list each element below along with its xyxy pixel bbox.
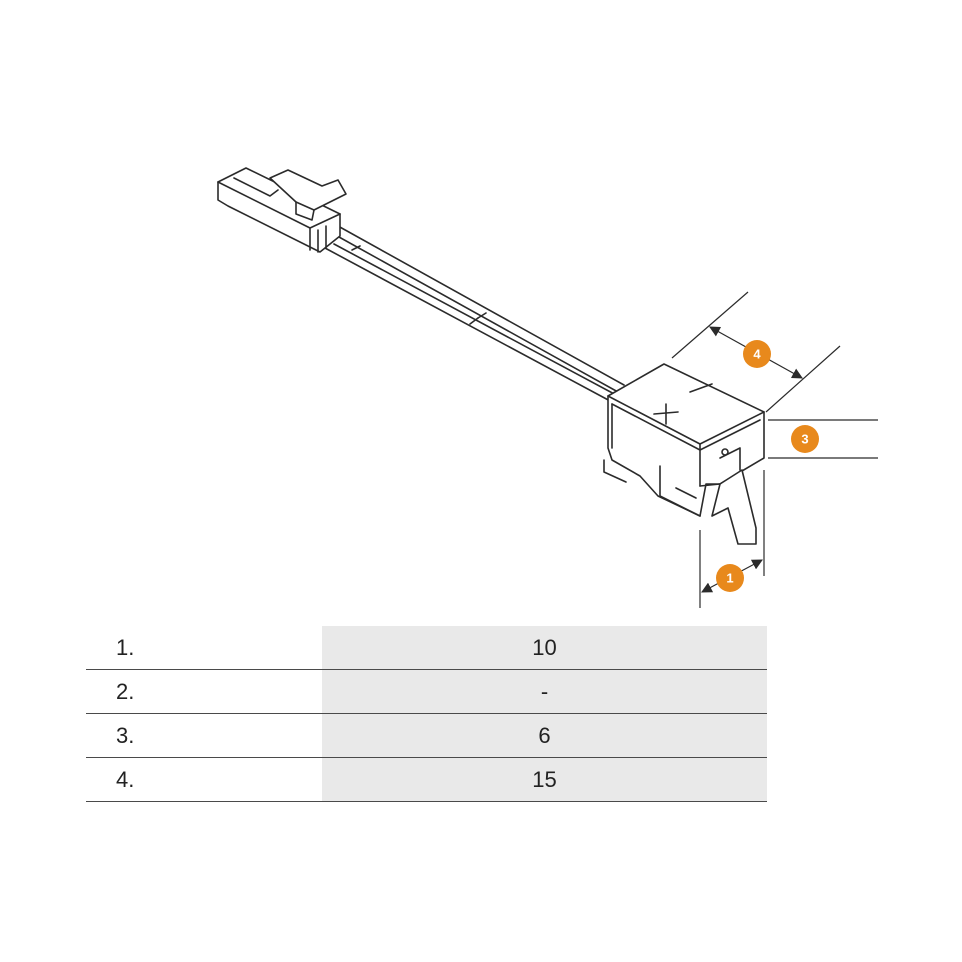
- row-value: 10: [322, 626, 767, 670]
- row-index: 4.: [86, 757, 322, 802]
- table-row: 2. -: [86, 669, 767, 714]
- row-index: 3.: [86, 713, 322, 758]
- table-row: 3. 6: [86, 713, 767, 758]
- connector-diagram: 4 3 1: [217, 167, 878, 608]
- callout-badge-4: 4: [743, 340, 771, 368]
- row-index: 1.: [86, 626, 322, 670]
- plug-connector: [217, 167, 347, 253]
- callout-label-4: 4: [753, 347, 761, 362]
- callout-badge-3: 3: [791, 425, 819, 453]
- row-index: 2.: [86, 669, 322, 714]
- table-row: 4. 15: [86, 757, 767, 802]
- dimension-3: [768, 419, 878, 459]
- callout-badge-1: 1: [716, 564, 744, 592]
- cable: [324, 225, 625, 403]
- callout-label-1: 1: [726, 571, 733, 586]
- connector-block: [603, 363, 765, 545]
- row-value: 15: [322, 757, 767, 802]
- table-row: 1. 10: [86, 626, 767, 670]
- callout-label-3: 3: [801, 432, 808, 447]
- dimensions-table: 1. 10 2. - 3. 6 4. 15: [86, 626, 767, 802]
- row-value: -: [322, 669, 767, 714]
- row-value: 6: [322, 713, 767, 758]
